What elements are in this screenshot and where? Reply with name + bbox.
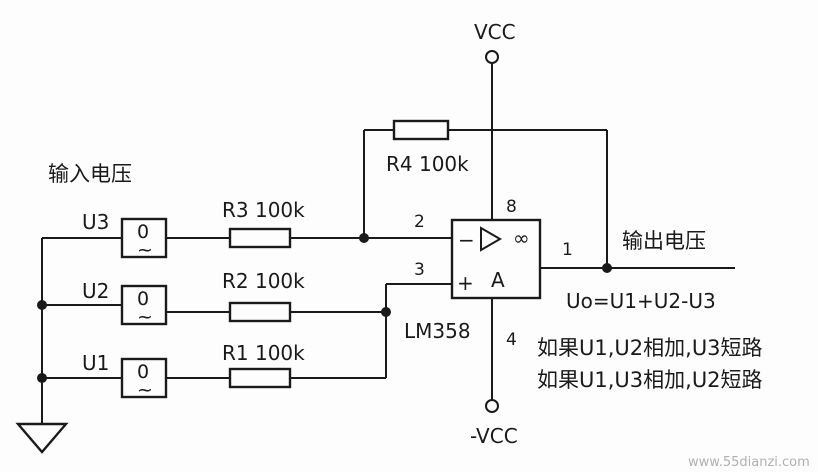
watermark-text: www.55dianzi.com xyxy=(688,455,810,470)
inverting-junction xyxy=(359,233,369,243)
u3-zero: 0 xyxy=(137,221,149,243)
neg-vcc-label: -VCC xyxy=(470,424,518,448)
opamp-triangle-icon xyxy=(480,226,502,252)
u2-wave-icon: ~ xyxy=(137,306,153,328)
r4-label: R4 100k xyxy=(386,152,469,176)
resistor-r1 xyxy=(228,367,292,389)
source-u2 xyxy=(120,284,168,326)
pin-8-label: 8 xyxy=(506,197,517,217)
pin-2-label: 2 xyxy=(414,212,425,232)
r1-label: R1 100k xyxy=(222,341,305,365)
opamp-minus-sign: − xyxy=(458,228,475,252)
pin-3-label: 3 xyxy=(414,260,425,280)
resistor-r3 xyxy=(228,227,292,249)
r2-label: R2 100k xyxy=(222,269,305,293)
opamp-body xyxy=(450,218,542,300)
resistor-r4 xyxy=(392,119,450,141)
r3-label: R3 100k xyxy=(222,198,305,222)
u1-zero: 0 xyxy=(137,361,149,383)
opamp-plus-sign: + xyxy=(457,271,474,295)
vcc-label: VCC xyxy=(474,20,516,44)
note-line-2: 如果U1,U3相加,U2短路 xyxy=(537,368,763,392)
vcc-terminal xyxy=(485,50,499,64)
u2-label: U2 xyxy=(82,279,109,303)
chip-label: LM358 xyxy=(404,319,471,343)
pin-4-label: 4 xyxy=(506,330,517,350)
resistor-r2 xyxy=(228,301,292,323)
pin-1-label: 1 xyxy=(562,240,573,260)
ground-junction-u1 xyxy=(37,373,47,383)
output-title: 输出电压 xyxy=(622,229,706,253)
u3-wave-icon: ~ xyxy=(137,239,153,261)
u1-wave-icon: ~ xyxy=(137,379,153,401)
u1-label: U1 xyxy=(82,351,109,375)
u3-label: U3 xyxy=(82,210,109,234)
output-junction xyxy=(602,263,612,273)
formula-text: Uo=U1+U2-U3 xyxy=(566,289,716,313)
note-line-1: 如果U1,U2相加,U3短路 xyxy=(537,336,763,360)
neg-vcc-terminal xyxy=(485,399,499,413)
input-title: 输入电压 xyxy=(48,162,132,186)
ground-icon xyxy=(15,422,69,454)
opamp-name: A xyxy=(491,268,505,292)
u2-zero: 0 xyxy=(137,288,149,310)
ground-junction-u2 xyxy=(37,300,47,310)
opamp-infinity: ∞ xyxy=(513,226,530,250)
